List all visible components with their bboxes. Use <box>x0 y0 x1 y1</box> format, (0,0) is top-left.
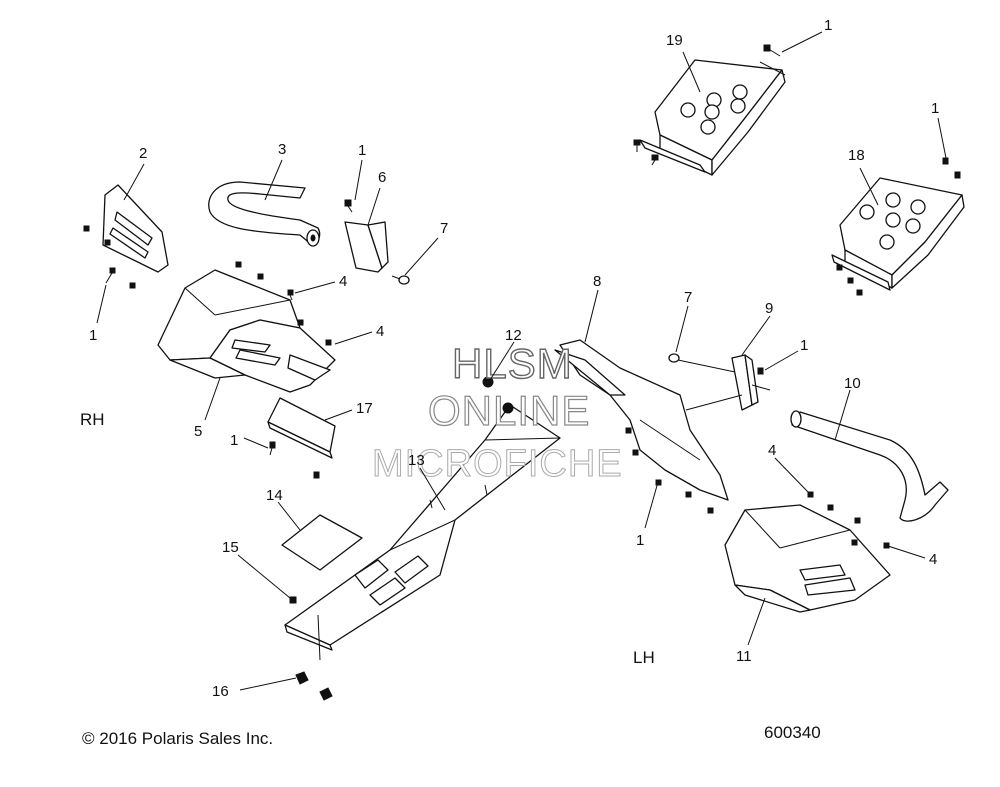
callout-11: 11 <box>736 648 752 665</box>
bolt-7-left <box>391 275 410 285</box>
watermark-line1: HLSM <box>452 340 573 387</box>
callout-1: 1 <box>931 100 939 117</box>
watermark-line2: ONLINE <box>428 387 590 434</box>
bolts-11 <box>807 491 890 549</box>
part-19-footrest <box>639 59 786 176</box>
callout-18: 18 <box>848 147 865 164</box>
part-5-rh-skid <box>157 269 336 393</box>
leader-lines <box>96 31 947 691</box>
part-8-lh-panel <box>554 339 729 501</box>
bolt-9 <box>757 367 764 375</box>
callout-13: 13 <box>408 452 425 469</box>
part-2-bracket <box>102 184 169 273</box>
part-6-bracket <box>344 221 389 273</box>
callout-1: 1 <box>800 337 808 354</box>
callout-17: 17 <box>356 400 373 417</box>
bolt-18-a <box>942 157 961 179</box>
watermark-line3: MICROFICHE <box>372 443 623 485</box>
callout-15: 15 <box>222 539 239 556</box>
callout-12: 12 <box>505 327 522 344</box>
bolt-19-a <box>763 44 781 57</box>
part-11-lh-skid <box>724 504 891 613</box>
callout-4: 4 <box>768 442 776 459</box>
callout-7: 7 <box>440 220 448 237</box>
bolts-5 <box>235 261 332 346</box>
copyright-text: © 2016 Polaris Sales Inc. <box>82 729 273 748</box>
callout-1: 1 <box>824 17 832 34</box>
bolt-17 <box>269 441 320 479</box>
part-9-bracket <box>685 354 771 411</box>
part-13-center-skid <box>284 404 561 651</box>
callout-4: 4 <box>929 551 937 568</box>
bolt-15 <box>289 596 297 604</box>
callout-4: 4 <box>339 273 347 290</box>
callout-19: 19 <box>666 32 683 49</box>
callout-14: 14 <box>266 487 283 504</box>
callout-6: 6 <box>378 169 386 186</box>
clip-16 <box>295 614 333 701</box>
callout-4: 4 <box>376 323 384 340</box>
watermark: HLSM ONLINE MICROFICHE <box>372 339 623 485</box>
callout-9: 9 <box>765 300 773 317</box>
part-14-decal <box>281 514 363 571</box>
callouts: 1 19 1 18 2 3 1 6 7 4 4 1 5 17 1 12 13 1… <box>89 17 939 700</box>
lh-label: LH <box>633 648 655 667</box>
bolt-7-right <box>668 353 736 373</box>
callout-16: 16 <box>212 683 229 700</box>
callout-1: 1 <box>636 532 644 549</box>
callout-7: 7 <box>684 289 692 306</box>
bolts-8 <box>625 427 714 514</box>
part-3-grab-handle <box>208 181 321 247</box>
bolt-2 <box>83 225 136 289</box>
part-10-grab-handle <box>790 410 949 522</box>
bolt-6 <box>344 199 353 213</box>
callout-1: 1 <box>89 327 97 344</box>
bolt-18-b <box>836 264 863 296</box>
callout-2: 2 <box>139 145 147 162</box>
rh-label: RH <box>80 410 105 429</box>
callout-3: 3 <box>278 141 286 158</box>
bolt-19-b <box>633 139 641 152</box>
bolt-19-c <box>651 154 659 166</box>
callout-1: 1 <box>358 142 366 159</box>
part-17-bracket <box>267 397 336 459</box>
callout-1: 1 <box>230 432 238 449</box>
diagram-number: 600340 <box>764 723 821 742</box>
callout-8: 8 <box>593 273 601 290</box>
part-18-footrest <box>831 177 965 291</box>
callout-5: 5 <box>194 423 202 440</box>
callout-10: 10 <box>844 375 861 392</box>
